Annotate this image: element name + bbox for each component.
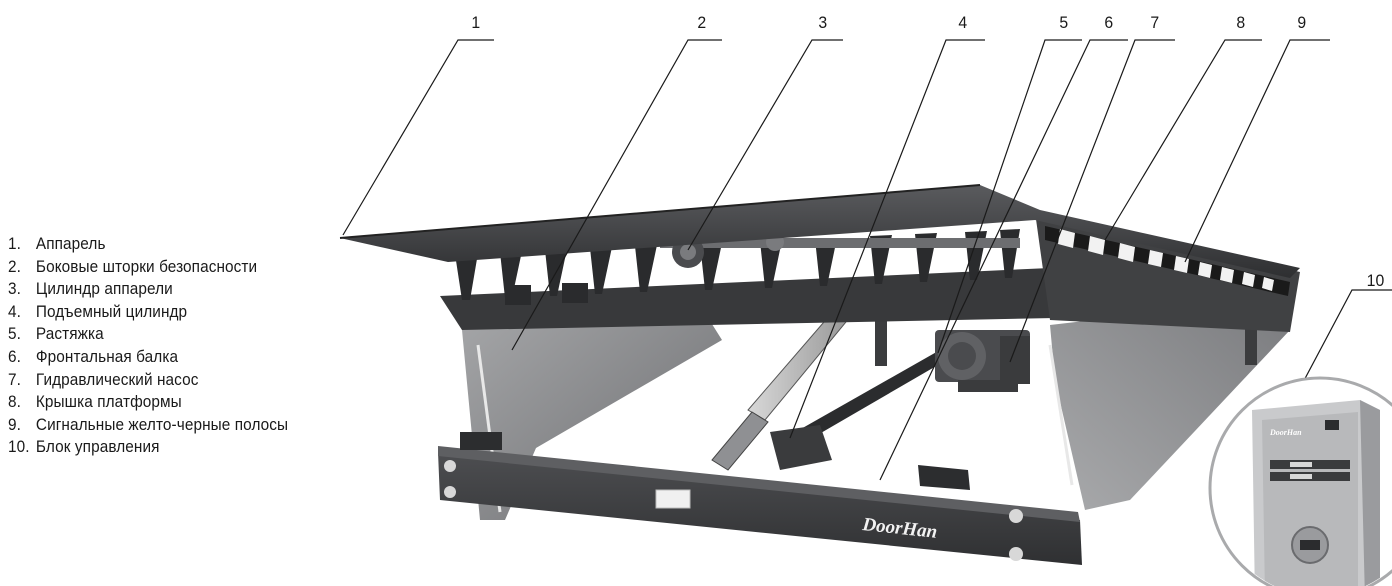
legend-label: Блок управления (35, 438, 160, 457)
callout-leaders (342, 39, 1392, 481)
legend-label: Цилиндр аппарели (35, 280, 173, 299)
lift-cylinder-rod (747, 314, 847, 421)
callout-number-6: 6 (1104, 13, 1114, 32)
deck-bracket (505, 285, 531, 305)
callout-number-2: 2 (697, 13, 707, 32)
callout-number-5: 5 (1059, 13, 1069, 32)
legend-number: 2. (8, 257, 21, 276)
tie-rod (785, 350, 950, 448)
legend-item: 6. Фронтальная балка (8, 346, 288, 369)
legend-item: 9. Сигнальные желто-черные полосы (8, 414, 288, 437)
callout-number-10: 10 (1366, 271, 1385, 290)
deck-bracket (562, 283, 588, 303)
skirt-rod-right (1048, 344, 1074, 486)
deck-frame-right-side (1035, 212, 1300, 332)
legend-label: Гидравлический насос (35, 370, 199, 389)
callout-number-1: 1 (471, 13, 481, 32)
legend-item: 10. Блок управления (8, 436, 288, 459)
legend-number: 7. (8, 370, 21, 389)
callout-number-9: 9 (1297, 13, 1307, 32)
legend-item: 3. Цилиндр аппарели (8, 278, 288, 301)
legend-number: 8. (8, 393, 21, 412)
lift-cylinder-body (711, 411, 769, 471)
callout-number-8: 8 (1236, 13, 1246, 32)
tie-rod-bracket (770, 425, 832, 470)
legend-item: 8. Крышка платформы (8, 391, 288, 414)
legend-label: Сигнальные желто-черные полосы (35, 415, 289, 434)
control-box-inset: DoorHan (1208, 376, 1392, 586)
ramp-lip-and-deck-top (340, 185, 1300, 278)
legend-label: Аппарель (35, 235, 106, 253)
legend-number: 9. (8, 415, 21, 434)
legend-number: 6. (8, 347, 21, 366)
legend-number: 10. (8, 438, 30, 457)
legend-number: 1. (8, 235, 21, 253)
warning-stripes (1045, 226, 1290, 296)
right-safety-skirt (1050, 300, 1290, 510)
callout-number-7: 7 (1150, 13, 1160, 32)
legend-label: Растяжка (35, 325, 104, 344)
legend-number: 3. (8, 280, 21, 299)
legend-number: 4. (8, 302, 21, 321)
leg (875, 318, 887, 366)
deck-frame (440, 268, 1055, 330)
legend-label: Фронтальная балка (35, 347, 179, 366)
hydraulic-pump (935, 330, 1030, 392)
legend-item: 7. Гидравлический насос (8, 369, 288, 392)
legend-label: Подъемный цилиндр (35, 302, 188, 321)
legend-item: 5. Растяжка (8, 323, 288, 346)
legend-item: 4. Подъемный цилиндр (8, 301, 288, 324)
legend-label: Крышка платформы (35, 393, 182, 412)
control-box-logo: DoorHan (1269, 428, 1302, 437)
legend-number: 5. (8, 325, 21, 344)
legend-label: Боковые шторки безопасности (35, 257, 258, 276)
parts-legend: 1. Аппарель 2. Боковые шторки безопасности… (8, 233, 309, 459)
legend-item: 2. Боковые шторки безопасности (8, 256, 288, 279)
callout-number-4: 4 (958, 13, 968, 32)
legend-item: 1. Аппарель (8, 233, 288, 256)
front-beam: DoorHan (438, 432, 1082, 565)
callout-number-3: 3 (818, 13, 828, 32)
deck-edge (339, 184, 981, 239)
